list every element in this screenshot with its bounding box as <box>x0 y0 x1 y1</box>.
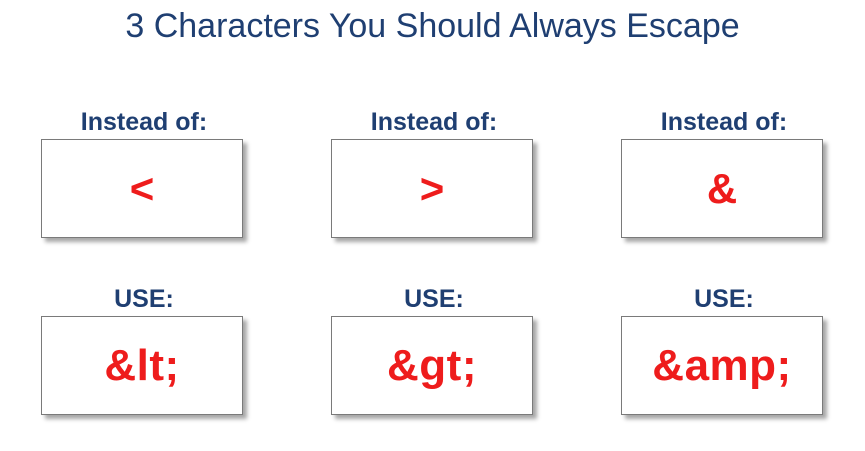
entity-box: &amp; <box>621 316 823 415</box>
use-label: USE: <box>114 285 174 313</box>
instead-of-label: Instead of: <box>660 108 788 136</box>
instead-of-label: Instead of: <box>80 108 208 136</box>
original-character-box: & <box>621 139 823 238</box>
slide-title: 3 Characters You Should Always Escape <box>125 7 740 45</box>
use-label: USE: <box>694 285 754 313</box>
original-character: < <box>129 164 155 212</box>
entity-box: &gt; <box>331 316 533 415</box>
html-entity: &gt; <box>387 340 477 390</box>
entity-box: &lt; <box>41 316 243 415</box>
original-character: & <box>706 164 738 212</box>
original-character-box: > <box>331 139 533 238</box>
use-label: USE: <box>404 285 464 313</box>
html-entity: &lt; <box>104 340 180 390</box>
html-entity: &amp; <box>652 340 792 390</box>
original-character-box: < <box>41 139 243 238</box>
instead-of-label: Instead of: <box>370 108 498 136</box>
original-character: > <box>419 164 445 212</box>
